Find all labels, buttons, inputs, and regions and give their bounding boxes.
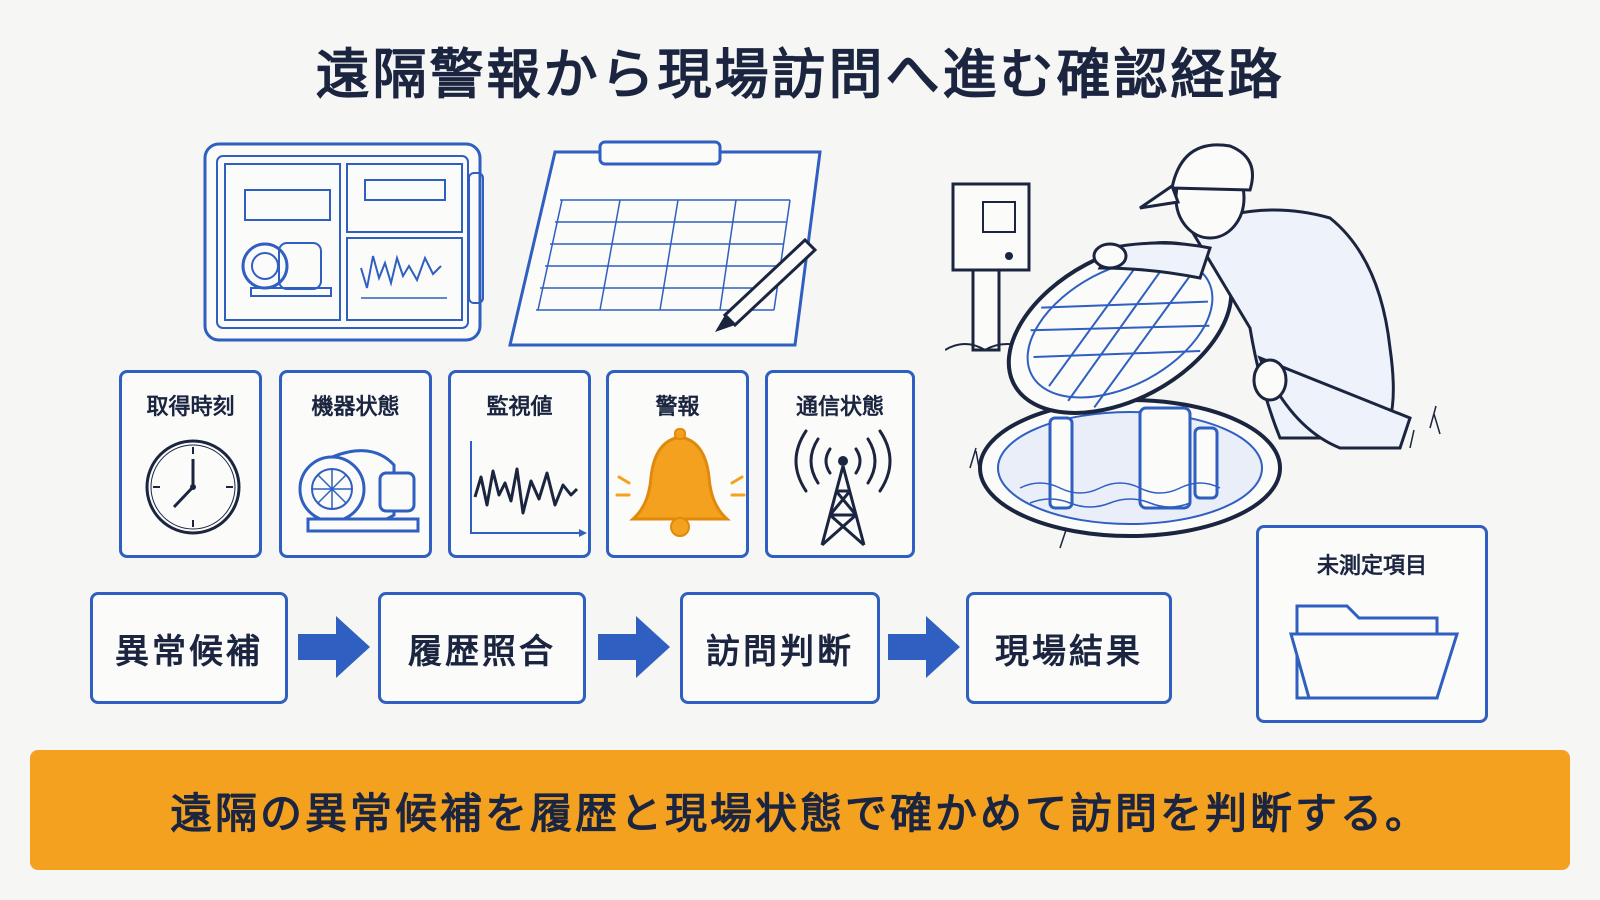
flow-step-anomaly-candidate: 異常候補 <box>90 592 288 704</box>
data-item-label: 警報 <box>655 395 700 420</box>
arrow-right-icon <box>298 616 370 678</box>
data-item-card-alarm: 警報 <box>606 370 749 558</box>
arrow-right-icon <box>598 616 670 678</box>
arrow-right-icon <box>888 616 960 678</box>
data-item-label: 取得時刻 <box>146 395 235 420</box>
unmeasured-items-label: 未測定項目 <box>1316 554 1427 579</box>
data-item-card-communication: 通信状態 <box>765 370 915 558</box>
page-title: 遠隔警報から現場訪問へ進む確認経路 <box>315 43 1285 106</box>
folder-icon <box>1289 604 1460 700</box>
data-item-label: 通信状態 <box>795 395 884 420</box>
flow-step-visit-decision: 訪問判断 <box>680 592 880 704</box>
waveform-chart-icon <box>470 441 587 537</box>
data-item-card-monitoring: 監視値 <box>448 370 591 558</box>
unmeasured-items-box: 未測定項目 <box>1256 525 1488 723</box>
bell-icon <box>615 428 746 537</box>
motor-icon <box>298 449 420 533</box>
flow-step-history-check: 履歴照合 <box>378 592 586 704</box>
utility-panel-illustration <box>945 182 1036 352</box>
antenna-tower-icon <box>794 429 892 547</box>
flow-step-site-result: 現場結果 <box>966 592 1172 704</box>
data-item-label: 監視値 <box>486 395 553 420</box>
tablet-monitor-illustration <box>203 142 484 342</box>
data-item-card-equipment: 機器状態 <box>279 370 432 558</box>
data-item-card-time: 取得時刻 <box>119 370 262 558</box>
data-item-label: 機器状態 <box>311 395 400 420</box>
summary-banner: 遠隔の異常候補を履歴と現場状態で確かめて訪問を判断する。 <box>30 750 1570 870</box>
field-worker-manhole-illustration <box>969 143 1441 554</box>
clipboard-log-illustration <box>508 140 822 347</box>
clock-icon <box>145 439 241 535</box>
